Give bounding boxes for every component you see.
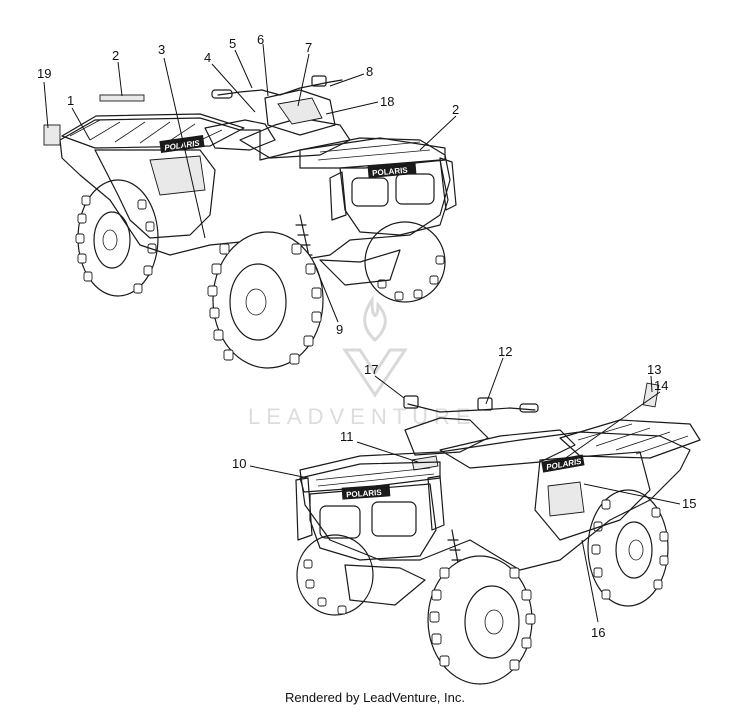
callout-17: 17 xyxy=(364,362,378,377)
side-polaris-logo-bottom: POLARIS xyxy=(541,454,585,473)
callout-12: 12 xyxy=(498,344,512,359)
callout-4: 4 xyxy=(204,50,211,65)
atv-top-rear-left-wheel xyxy=(75,179,159,297)
atv-top-front-left-wheel xyxy=(207,231,324,369)
front-logo-text-top: POLARIS xyxy=(372,166,409,178)
side-decal-15 xyxy=(547,481,585,517)
callouts: 19 1 2 3 4 5 6 7 8 18 2 9 12 17 13 14 11… xyxy=(37,32,696,640)
footer-credit: Rendered by LeadVenture, Inc. xyxy=(285,690,465,705)
front-polaris-logo-top: POLARIS xyxy=(367,161,417,179)
callout-1: 1 xyxy=(67,93,74,108)
callout-6: 6 xyxy=(257,32,264,47)
front-logo-text-bottom: POLARIS xyxy=(346,488,383,500)
callout-19: 19 xyxy=(37,66,51,81)
atv-bottom-front-right-wheel xyxy=(296,534,374,616)
atv-top-front-right-wheel xyxy=(364,221,446,303)
callout-10: 10 xyxy=(232,456,246,471)
callout-16: 16 xyxy=(591,625,605,640)
callout-8: 8 xyxy=(366,64,373,79)
callout-14: 14 xyxy=(654,378,668,393)
callout-9: 9 xyxy=(336,322,343,337)
dash-decal-11 xyxy=(411,455,439,471)
callout-18: 18 xyxy=(380,94,394,109)
callout-5: 5 xyxy=(229,36,236,51)
callout-15: 15 xyxy=(682,496,696,511)
callout-13: 13 xyxy=(647,362,661,377)
leader-lines xyxy=(43,43,681,623)
atv-bottom-front-left-wheel xyxy=(427,555,536,685)
atv-bottom-rear-right-wheel xyxy=(587,489,669,607)
dash-decal-7 xyxy=(277,97,323,125)
side-decal-3 xyxy=(149,155,206,196)
callout-2-rear: 2 xyxy=(112,48,119,63)
atv-top-view: POLARIS POLARIS xyxy=(59,75,457,369)
decal-19 xyxy=(43,124,61,146)
front-polaris-logo-bottom: POLARIS xyxy=(341,484,391,500)
callout-2-front: 2 xyxy=(452,102,459,117)
watermark-logo-icon xyxy=(342,295,408,398)
callout-11: 11 xyxy=(340,429,354,444)
atv-bottom-view: POLARIS POLARIS xyxy=(295,395,701,685)
callout-7: 7 xyxy=(305,40,312,55)
callout-3: 3 xyxy=(158,42,165,57)
watermark-text: LEADVENTURE xyxy=(248,404,477,429)
